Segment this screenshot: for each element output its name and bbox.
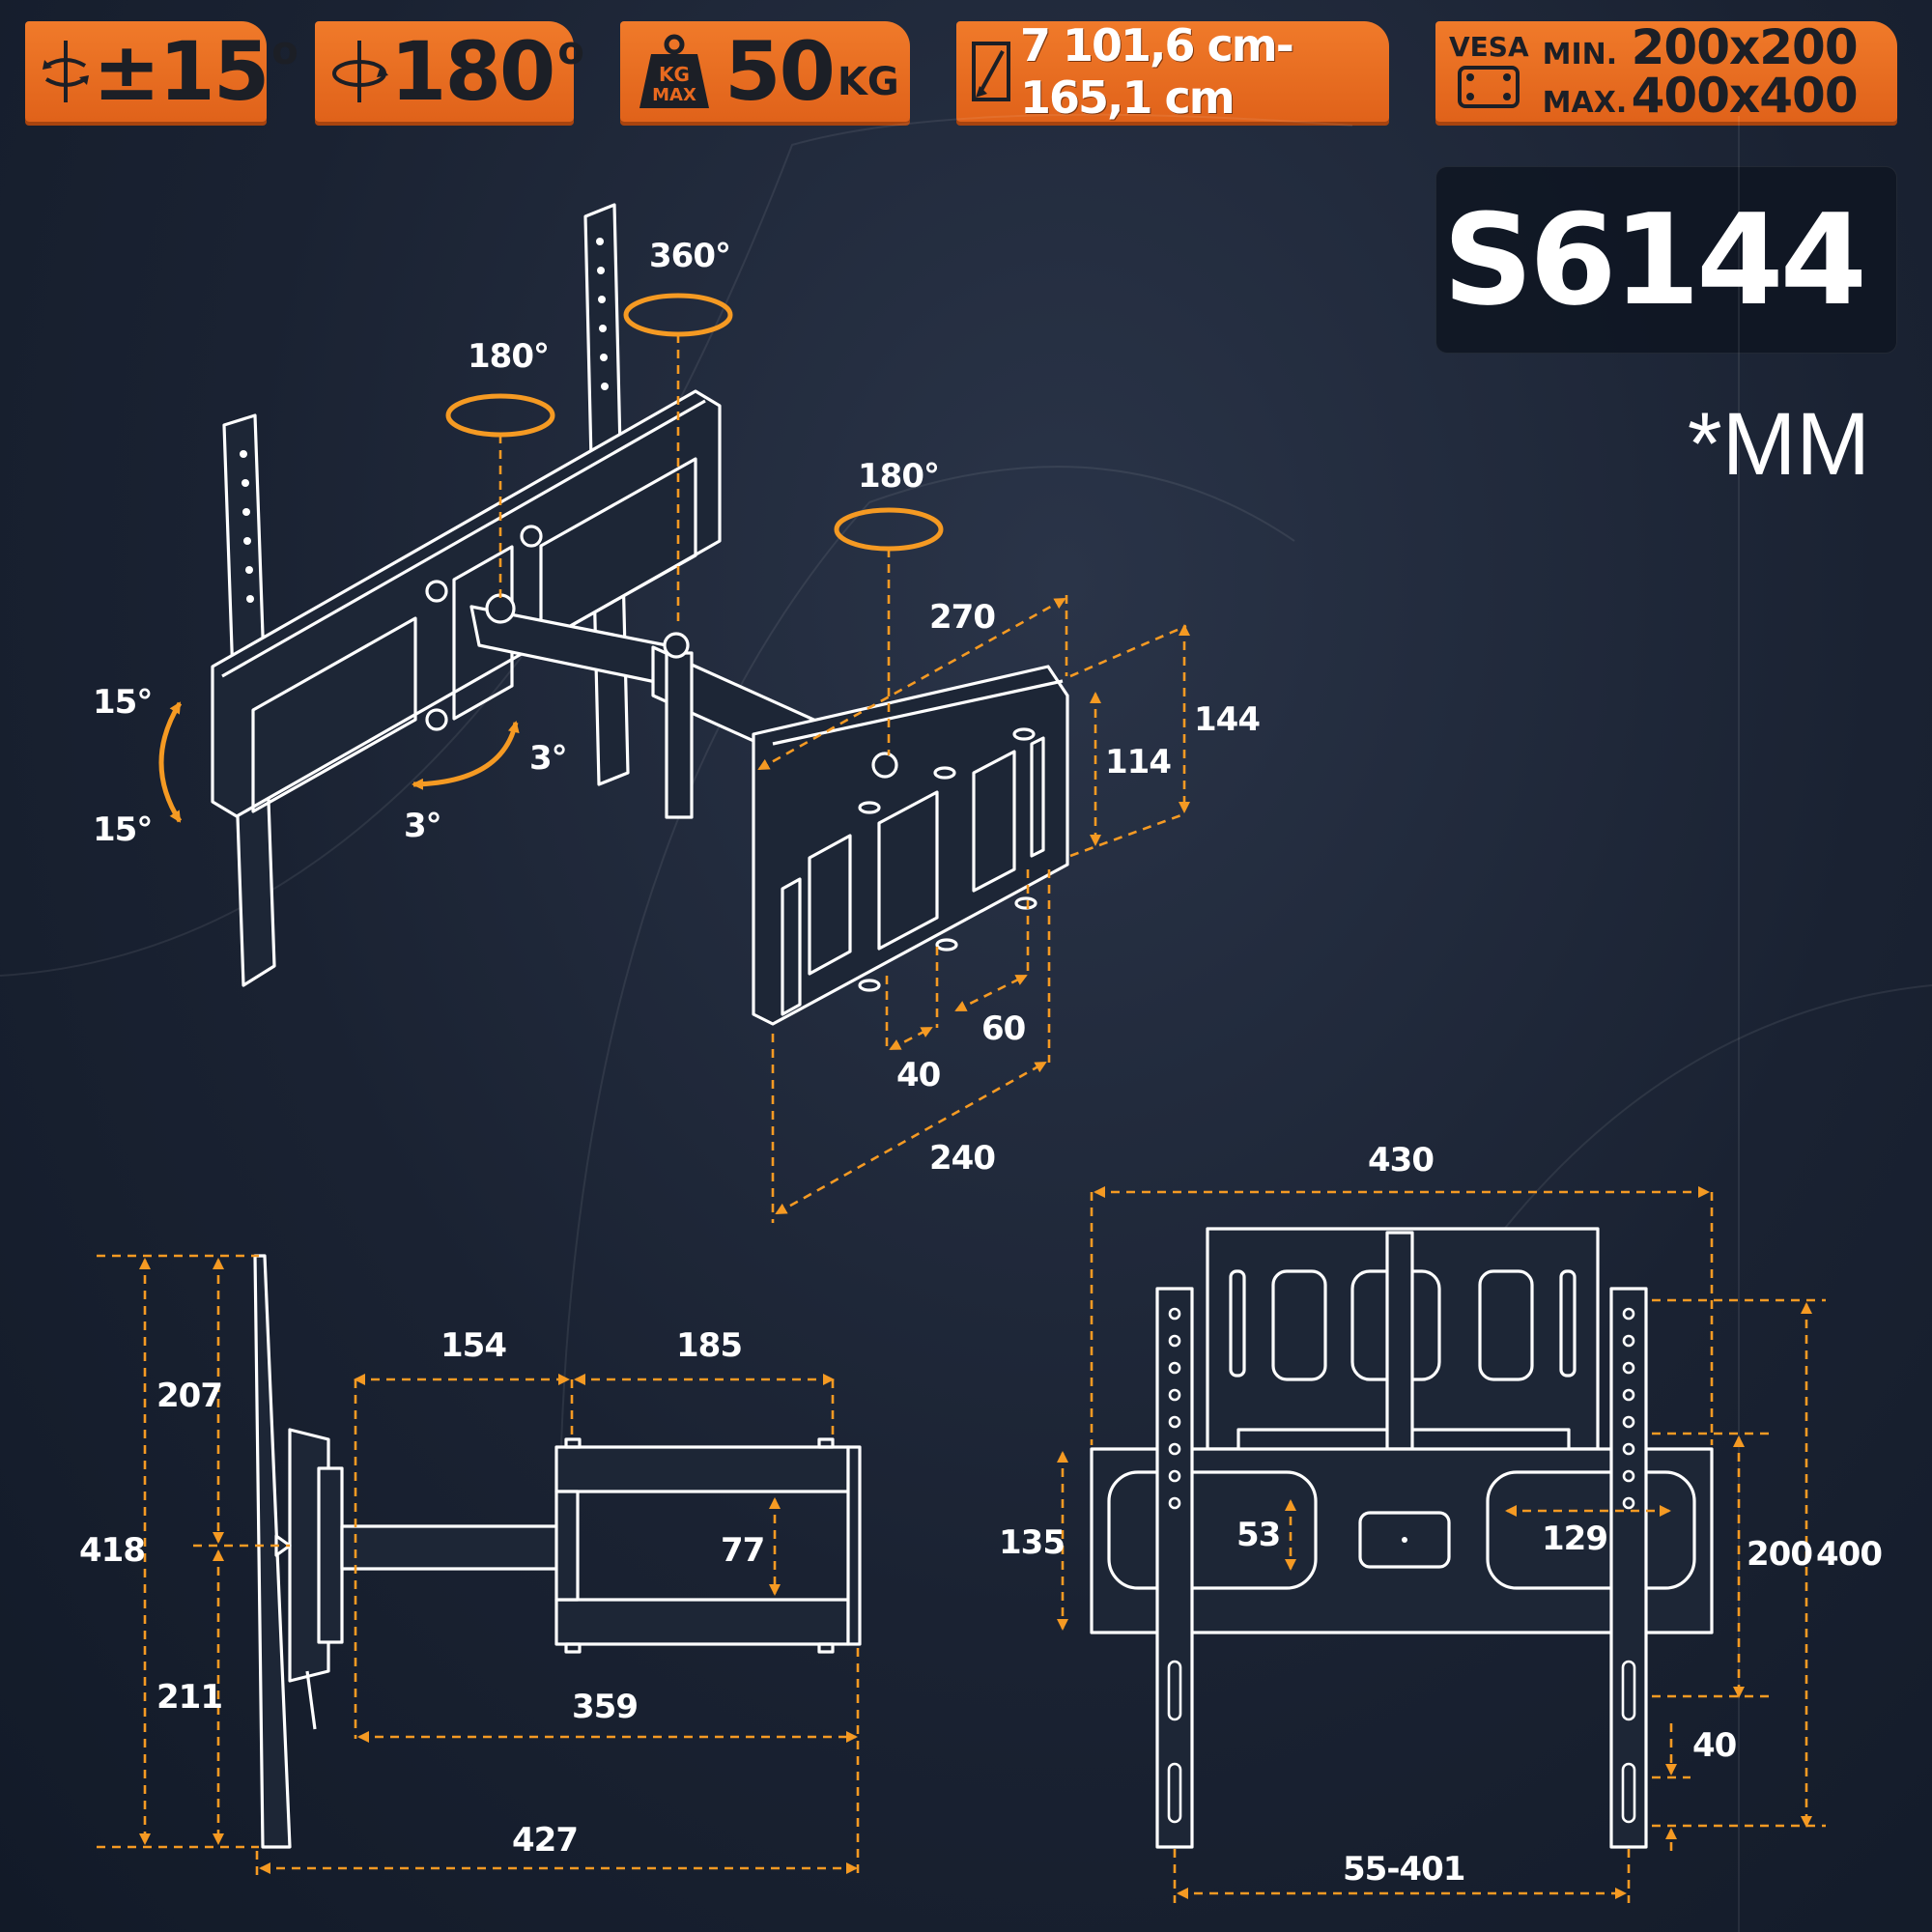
wall-plate-slot-1 [808, 834, 852, 976]
front-slot-label: 53 [1236, 1516, 1280, 1554]
front-right-rail [1609, 1287, 1648, 1849]
slot-gap-label: 40 [896, 1056, 941, 1094]
plate-slot-left [251, 616, 417, 813]
plate-slot-right [539, 457, 697, 644]
side-view [253, 1254, 862, 1849]
model-box: S6144 [1435, 166, 1897, 354]
plate-width-label: 240 [929, 1139, 995, 1178]
total-height-label: 418 [79, 1531, 145, 1570]
vesa-max-row: MAX. 400x400 [1542, 68, 1859, 124]
tv-plate [211, 389, 722, 818]
vesa-min-value: 200x200 [1631, 19, 1859, 75]
front-tv-bracket [1090, 1447, 1714, 1634]
swivel-icon [332, 41, 388, 102]
swivel-value: 180 [390, 24, 555, 119]
side-arm-lower [554, 1598, 850, 1646]
front-view [1090, 1227, 1714, 1849]
rail-holes [240, 238, 609, 603]
front-plate-height-label: 135 [999, 1523, 1065, 1562]
weight-icon-max: MAX [652, 85, 696, 105]
arm-depth-label: 270 [929, 598, 995, 637]
vesa-icon [1458, 66, 1520, 108]
vesa-200-label: 200 [1747, 1535, 1812, 1574]
vesa-400-label: 400 [1816, 1535, 1882, 1574]
rail-offset-label: 40 [1692, 1726, 1737, 1765]
tilt-up-label: 15° [93, 683, 152, 722]
plate-height-label: 144 [1194, 700, 1260, 739]
front-dimensions [1057, 1186, 1826, 1903]
arm-segment-1-label: 154 [440, 1326, 506, 1365]
rotate-wall-label: 180° [858, 457, 939, 496]
front-width-label: 430 [1368, 1141, 1434, 1179]
front-slot-width-label: 129 [1542, 1520, 1607, 1558]
plate-center-block [452, 545, 514, 721]
vesa-block: VESA [1449, 34, 1529, 109]
vesa-min-key: MIN. [1542, 38, 1618, 71]
swivel-badge: 180 o [315, 21, 584, 122]
rotate-top-label: 360° [649, 237, 730, 275]
rotate-plate-label: 180° [468, 337, 549, 376]
side-wall-plate [846, 1445, 862, 1646]
weight-icon: KG MAX [639, 34, 709, 108]
tilt-icon [43, 41, 89, 102]
rail-spacing-label: 55-401 [1343, 1850, 1464, 1889]
wall-plate-slot-2 [877, 790, 939, 951]
screen-size-range: 7 101,6 cm-165,1 cm [1020, 19, 1294, 124]
front-labels: 430 135 53 129 200 400 40 55-401 [999, 1141, 1883, 1889]
diagonal-icon [972, 42, 1010, 101]
load-badge: KG MAX 50 KG [620, 21, 910, 122]
vesa-label: VESA [1449, 31, 1529, 63]
level-adjust-label-a: 3° [529, 739, 567, 778]
front-rail-holes [1167, 1307, 1636, 1824]
isometric-dimensions [757, 595, 1190, 1223]
unit-note: *MM [1687, 395, 1870, 494]
front-left-rail [1155, 1287, 1194, 1849]
vesa-values: MIN. 200x200 MAX. 400x400 [1542, 19, 1859, 124]
vesa-badge: VESA MIN. 200x200 MAX. 400x400 [1435, 21, 1897, 122]
vesa-min-row: MIN. 200x200 [1542, 19, 1859, 75]
slot-height-label: 114 [1105, 743, 1171, 781]
model-number: S6144 [1442, 186, 1867, 333]
total-depth-label: 427 [512, 1821, 578, 1860]
degree-symbol: o [271, 29, 298, 73]
degree-symbol: o [557, 29, 584, 73]
load-unit: KG [837, 60, 899, 104]
upper-height-label: 207 [156, 1377, 222, 1415]
rotation-indicators [158, 293, 944, 823]
side-dimensions [97, 1254, 860, 1876]
lower-height-label: 211 [156, 1678, 222, 1717]
size-badge: 7 101,6 cm-165,1 cm [956, 19, 1389, 124]
isometric-labels: 15° 15° 3° 3° 180° 360° 180° 270 144 114… [93, 237, 1261, 1178]
side-labels: 207 418 211 154 185 77 359 427 [79, 1326, 765, 1860]
tilt-down-label: 15° [93, 810, 152, 849]
tilt-badge: ±15 o [25, 21, 298, 122]
tilt-value: ±15 [93, 24, 270, 119]
side-arm-upper [554, 1445, 850, 1493]
level-adjust-label-b: 3° [404, 807, 441, 845]
load-value: 50 [724, 24, 836, 119]
weight-icon-kg: KG [659, 63, 690, 86]
arm-segment-2-label: 185 [676, 1326, 742, 1365]
vesa-max-key: MAX. [1542, 86, 1628, 120]
arm-gap-label: 77 [721, 1531, 764, 1570]
slot-pitch-label: 60 [981, 1009, 1026, 1048]
vesa-max-value: 400x400 [1631, 68, 1859, 124]
side-tv-rail [253, 1254, 292, 1849]
extension-label: 359 [572, 1688, 638, 1726]
